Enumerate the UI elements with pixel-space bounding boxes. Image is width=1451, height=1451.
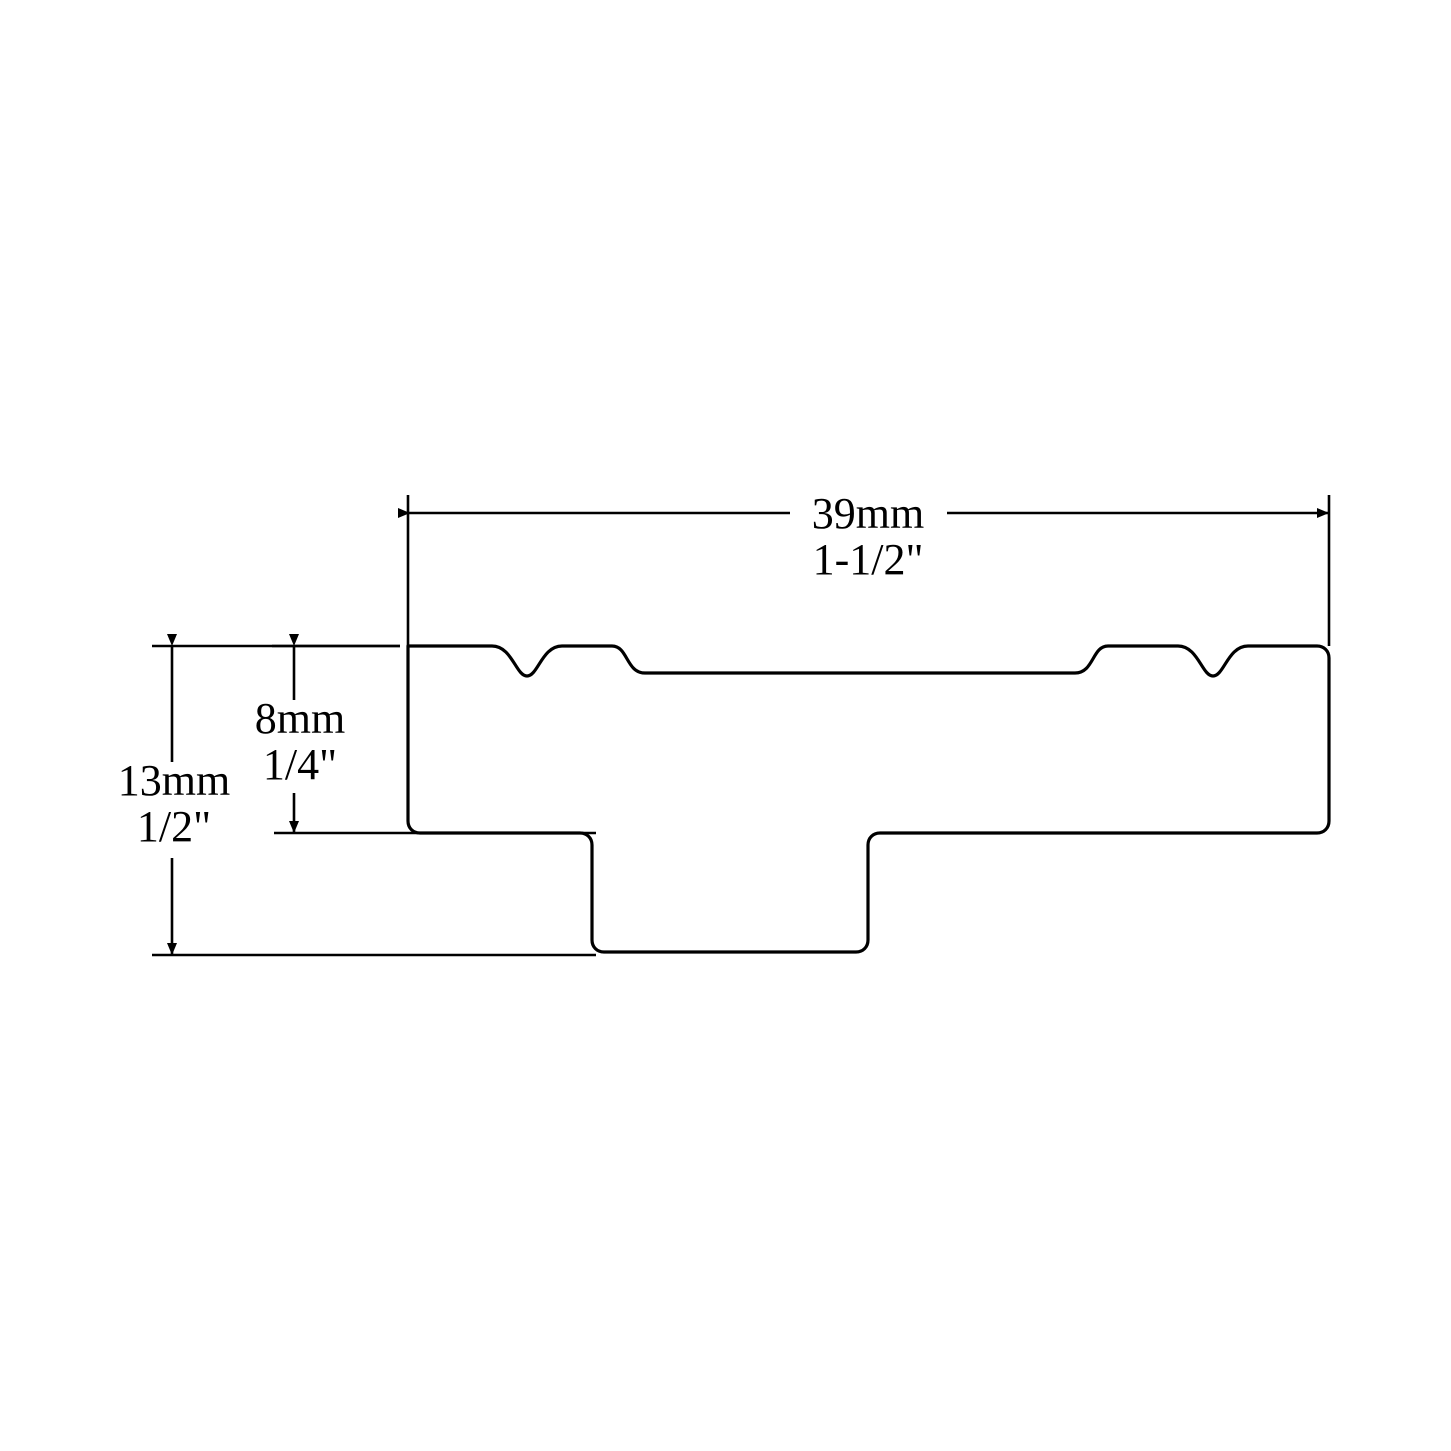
body-height-imperial-label: 1/4" <box>263 740 337 789</box>
profile-outline-group <box>406 644 1331 954</box>
width-dimension-group: 39mm 1-1/2" <box>398 489 1331 646</box>
body-height-dimension-group: 8mm 1/4" <box>255 634 596 835</box>
total-height-metric-label: 13mm <box>118 756 230 805</box>
body-height-metric-label: 8mm <box>255 694 345 743</box>
profile-outline-path <box>406 644 1331 954</box>
total-height-dimension-group: 13mm 1/2" <box>118 634 596 957</box>
total-height-imperial-label: 1/2" <box>137 802 211 851</box>
width-imperial-label: 1-1/2" <box>813 535 924 584</box>
width-metric-label: 39mm <box>812 489 924 538</box>
